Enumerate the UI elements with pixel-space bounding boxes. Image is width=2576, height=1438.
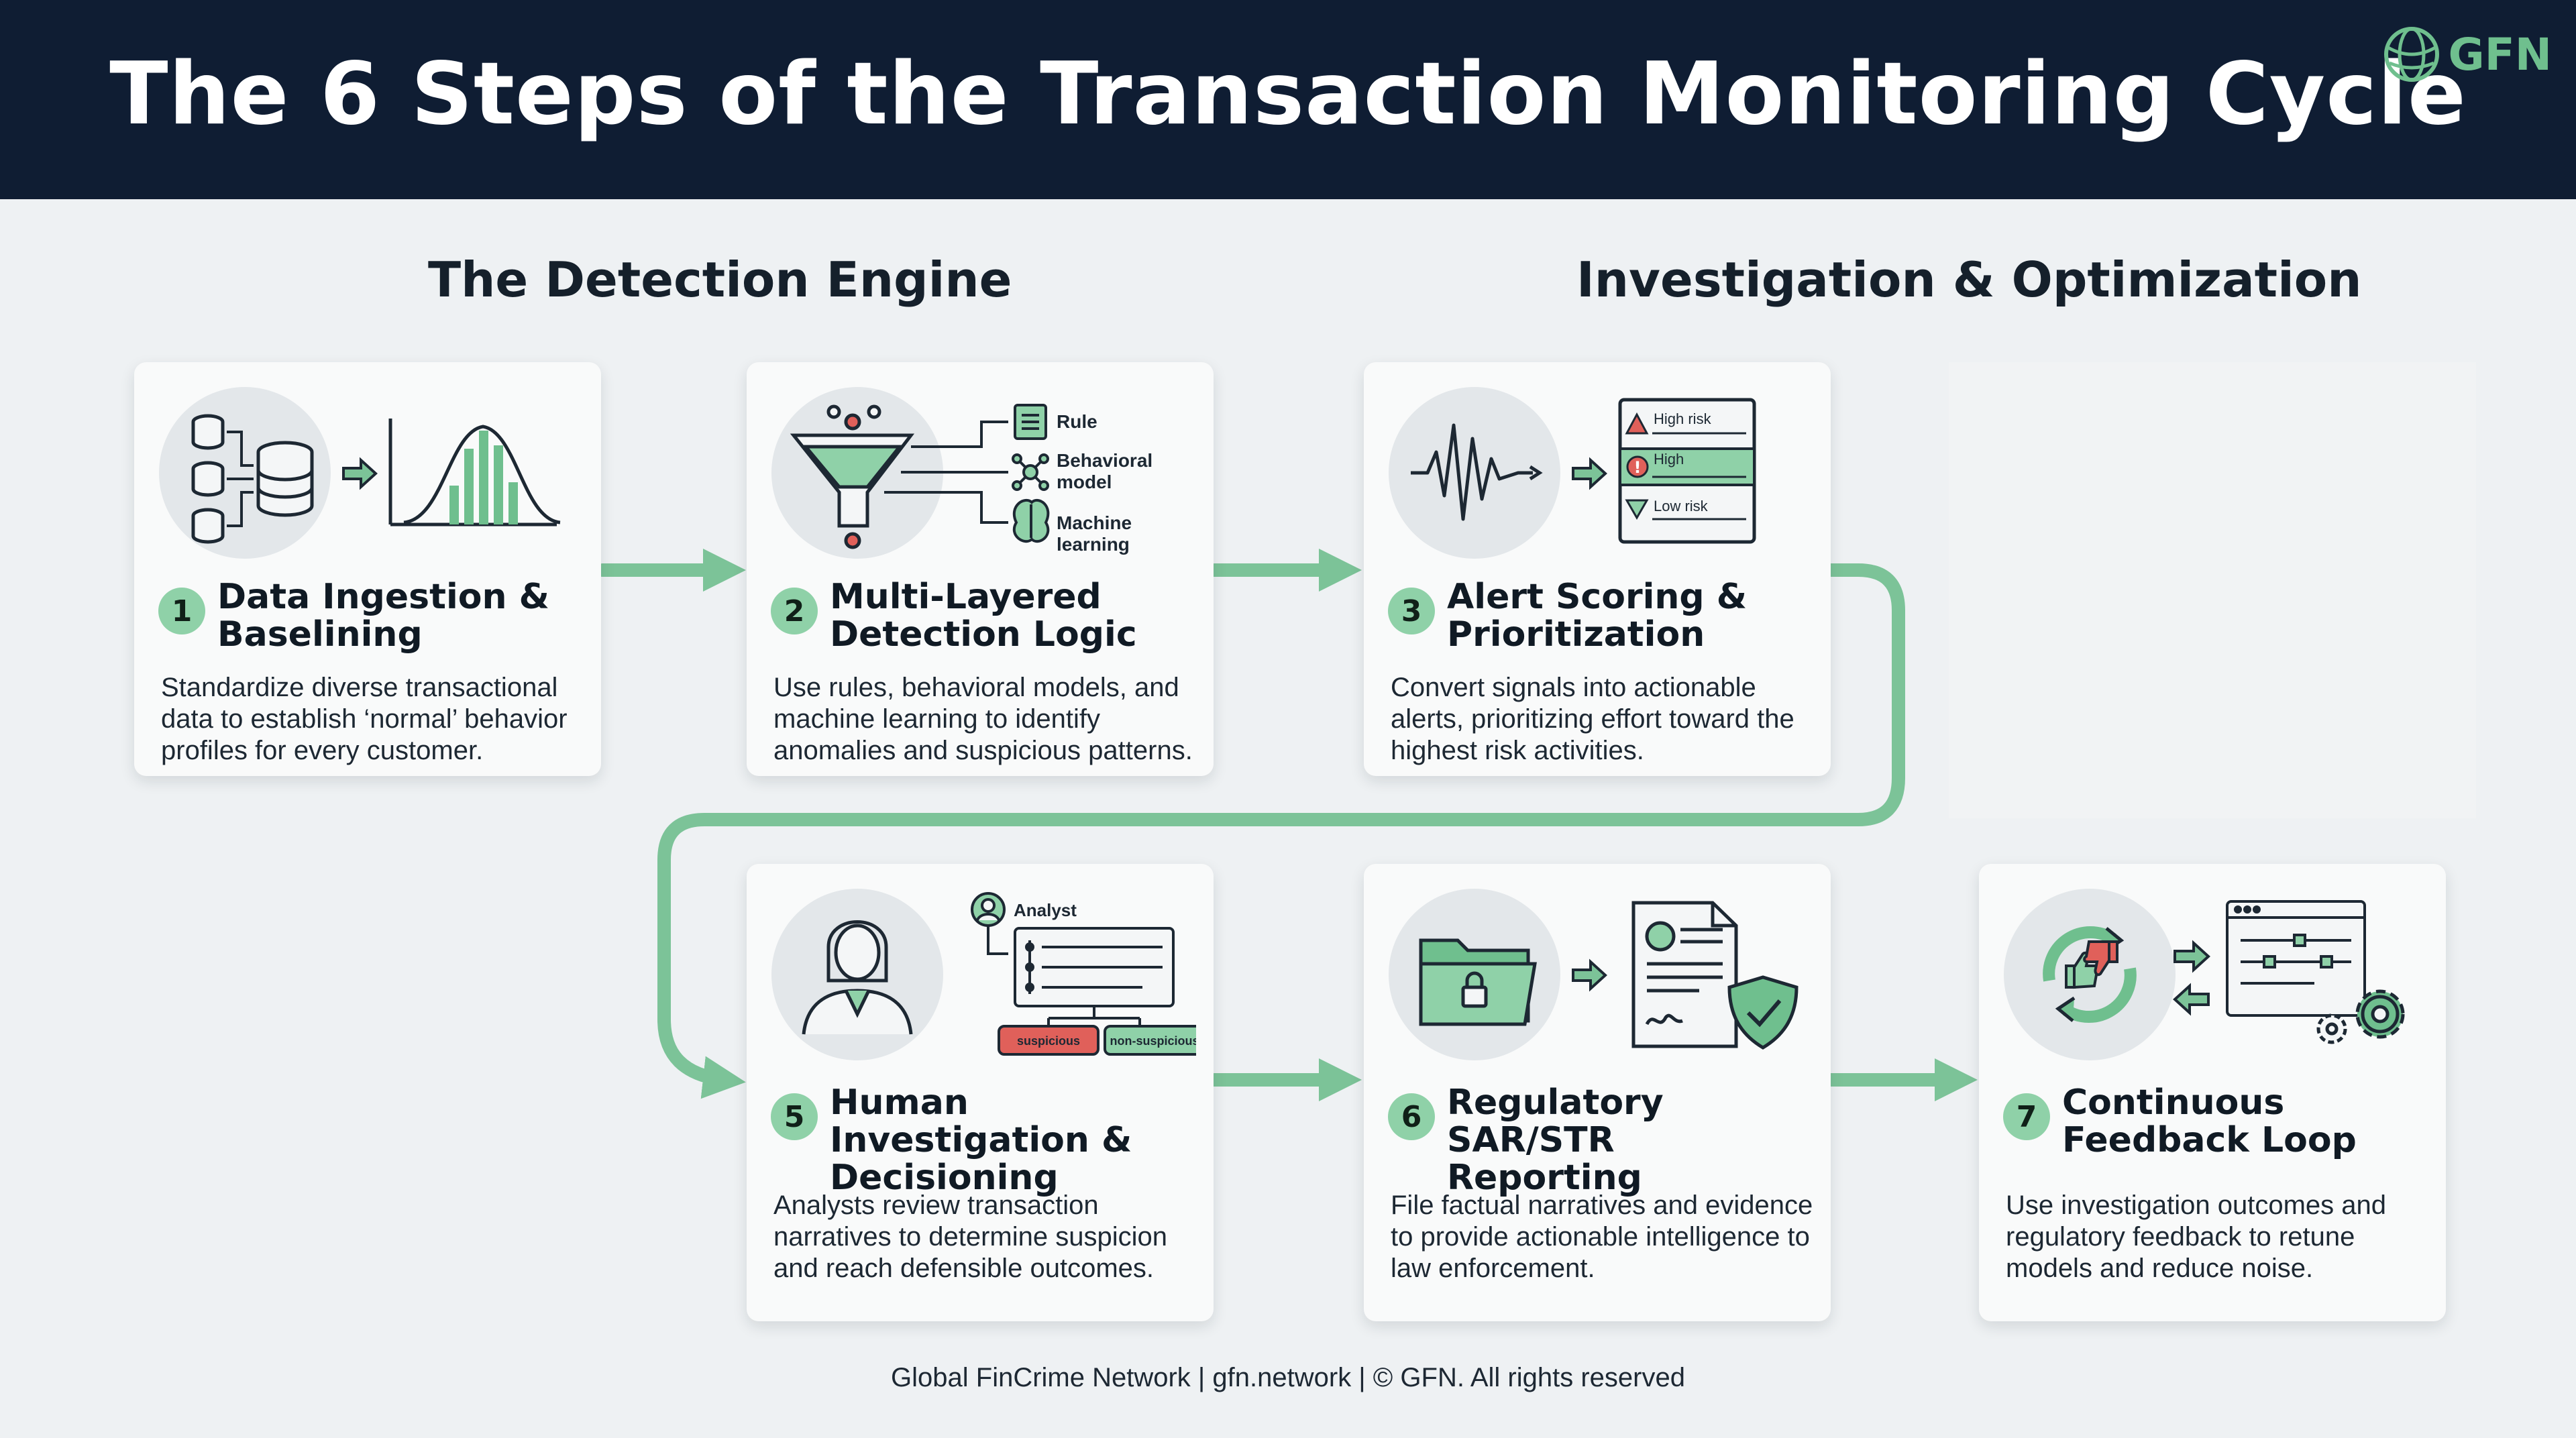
rule-icon	[1014, 404, 1047, 440]
step-number-badge: 2	[771, 588, 818, 634]
step-number-badge: 7	[2003, 1093, 2050, 1140]
thumbs-down-icon	[2083, 940, 2118, 977]
step-header: 2 Multi-Layered Detection Logic	[771, 578, 1200, 653]
section-title-detection-engine: The Detection Engine	[428, 252, 1012, 308]
footer-text: Global FinCrime Network | gfn.network | …	[891, 1363, 1685, 1392]
step-title: Human Investigation & Decisioning	[830, 1083, 1132, 1198]
step-card-data-ingestion: 1 Data Ingestion & Baselining Standardiz…	[134, 362, 601, 776]
arrow-step3-to-step5	[657, 563, 1905, 1099]
step-number-badge: 1	[158, 588, 205, 634]
label-analyst: Analyst	[1014, 900, 1077, 920]
step-header: 7 Continuous Feedback Loop	[2003, 1084, 2432, 1159]
step-description: Analysts review transaction narratives t…	[773, 1191, 1167, 1283]
human-investigation-illustration: Analyst suspicious non-suspicious	[771, 889, 1196, 1060]
step-number-badge: 3	[1388, 588, 1435, 634]
label-rule: Rule	[1057, 411, 1097, 432]
step-description: Standardize diverse transactional data t…	[161, 673, 568, 765]
arrow-right-icon	[1572, 958, 1607, 992]
settings-panel-icon	[2226, 900, 2366, 1017]
bell-curve-chart-icon	[388, 419, 561, 527]
analyst-avatar-icon	[971, 892, 1006, 927]
gear-icon	[2316, 989, 2405, 1044]
step-title: Data Ingestion & Baselining	[217, 577, 549, 655]
analyst-person-icon	[802, 920, 913, 1035]
empty-panel	[1949, 362, 2476, 818]
step-number-badge: 6	[1388, 1093, 1435, 1140]
gfn-logo: GFN	[2381, 17, 2553, 91]
alert-scoring-illustration: ! High risk High Low risk	[1389, 387, 1756, 559]
sar-report-document-icon	[1631, 901, 1738, 1048]
step-title: Alert Scoring & Prioritization	[1447, 577, 1748, 655]
data-ingestion-illustration	[159, 387, 561, 559]
logo-text: GFN	[2448, 28, 2553, 80]
step-card-regulatory-reporting: 6 Regulatory SAR/STR Reporting File fact…	[1364, 864, 1831, 1321]
step-description: Convert signals into actionable alerts, …	[1391, 673, 1794, 765]
step-title: Multi-Layered Detection Logic	[830, 577, 1137, 655]
step-card-feedback-loop: 7 Continuous Feedback Loop Use investiga…	[1979, 864, 2446, 1321]
shield-check-icon	[1727, 975, 1799, 1050]
label-high-risk: High risk	[1654, 410, 1712, 427]
page-title: The 6 Steps of the Transaction Monitorin…	[109, 44, 2467, 144]
alert-priority-list-icon: !	[1618, 398, 1756, 544]
step-title: Regulatory SAR/STR Reporting	[1447, 1083, 1664, 1198]
arrow-right-icon	[342, 457, 378, 490]
label-low-risk: Low risk	[1654, 498, 1709, 514]
label-suspicious: suspicious	[1017, 1034, 1080, 1048]
funnel-icon	[790, 404, 915, 549]
step-header: 5 Human Investigation & Decisioning	[771, 1084, 1200, 1197]
section-title-investigation-optimization: Investigation & Optimization	[1576, 252, 2362, 308]
database-icon	[191, 414, 314, 544]
machine-learning-brain-icon	[1012, 498, 1050, 543]
arrow-right-icon	[1572, 457, 1607, 490]
exchange-arrows-icon	[2173, 940, 2210, 1016]
step-description: Use rules, behavioral models, and machin…	[773, 673, 1193, 765]
step-card-human-investigation: Analyst suspicious non-suspicious 5 Huma…	[747, 864, 1214, 1321]
svg-text:!: !	[1634, 458, 1642, 477]
label-high: High	[1654, 451, 1684, 467]
step-number-badge: 5	[771, 1093, 818, 1140]
globe-logo-icon	[2383, 27, 2439, 82]
feedback-loop-illustration	[2004, 889, 2405, 1060]
step-card-alert-scoring: ! High risk High Low risk 3 Alert Scorin…	[1364, 362, 1831, 776]
step-header: 6 Regulatory SAR/STR Reporting	[1388, 1084, 1817, 1197]
step-header: 3 Alert Scoring & Prioritization	[1388, 578, 1817, 653]
refresh-cycle-icon	[2043, 926, 2137, 1023]
step-description: Use investigation outcomes and regulator…	[2006, 1191, 2386, 1283]
header-banner: The 6 Steps of the Transaction Monitorin…	[0, 0, 2576, 199]
case-review-screen-icon	[1014, 927, 1175, 1026]
step-description: File factual narratives and evidence to …	[1391, 1191, 1813, 1283]
behavioral-model-icon	[1012, 453, 1049, 491]
step-title: Continuous Feedback Loop	[2062, 1083, 2357, 1160]
signal-waveform-icon	[1411, 423, 1533, 521]
secure-folder-icon	[1419, 938, 1537, 1026]
regulatory-reporting-illustration	[1389, 889, 1799, 1060]
label-non-suspicious: non-suspicious	[1110, 1034, 1196, 1048]
step-header: 1 Data Ingestion & Baselining	[158, 578, 588, 653]
